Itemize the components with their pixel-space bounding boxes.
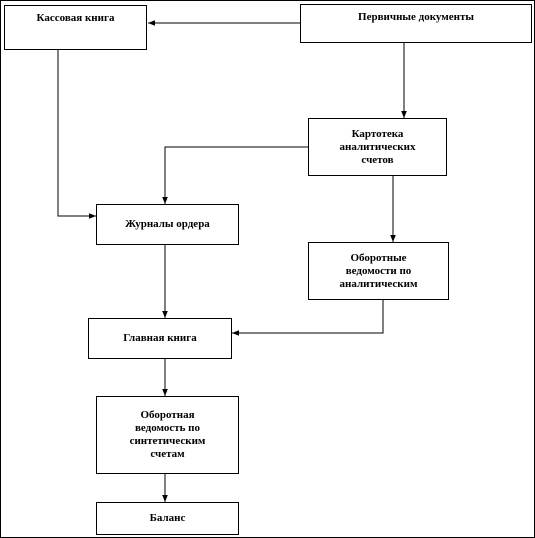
analytic-card-file-label-line-2: аналитических: [339, 140, 416, 153]
cash-book-label: Кассовая книга: [36, 12, 115, 24]
synthetic-turnover-label-line-4: счетам: [150, 448, 185, 460]
analytic-turnover-label-line-3: аналитическим: [339, 277, 418, 290]
general-ledger-node: Главная книга: [88, 318, 232, 359]
balance-label: Баланс: [149, 512, 186, 524]
synthetic-turnover-label-line-2: ведомость по: [134, 422, 201, 434]
cash-book-node: Кассовая книга: [4, 5, 147, 50]
arrow-cash-book-to-journals: [57, 50, 96, 219]
synthetic-turnover-node: Оборотная ведомость по синтетическим сче…: [96, 396, 239, 474]
analytic-card-file-label-line-1: Картотека: [351, 127, 404, 140]
arrow-card-file-to-journals: [162, 146, 308, 204]
analytic-turnover-node: Оборотные ведомости по аналитическим: [308, 242, 449, 300]
primary-documents-node: Первичные документы: [300, 4, 532, 43]
analytic-card-file-node: Картотека аналитических счетов: [308, 118, 447, 176]
arrow-turnover-to-ledger: [232, 300, 384, 336]
synthetic-turnover-label-line-1: Оборотная: [140, 409, 195, 421]
analytic-card-file-label-line-3: счетов: [361, 153, 394, 166]
order-journals-node: Журналы ордера: [96, 204, 239, 245]
synthetic-turnover-label-line-3: синтетическим: [129, 435, 206, 447]
order-journals-label: Журналы ордера: [125, 218, 210, 230]
general-ledger-label: Главная книга: [123, 332, 197, 344]
primary-documents-label: Первичные документы: [358, 11, 474, 23]
analytic-turnover-label-line-2: ведомости по: [345, 264, 412, 277]
analytic-turnover-label-line-1: Оборотные: [350, 251, 407, 264]
balance-node: Баланс: [96, 502, 239, 535]
